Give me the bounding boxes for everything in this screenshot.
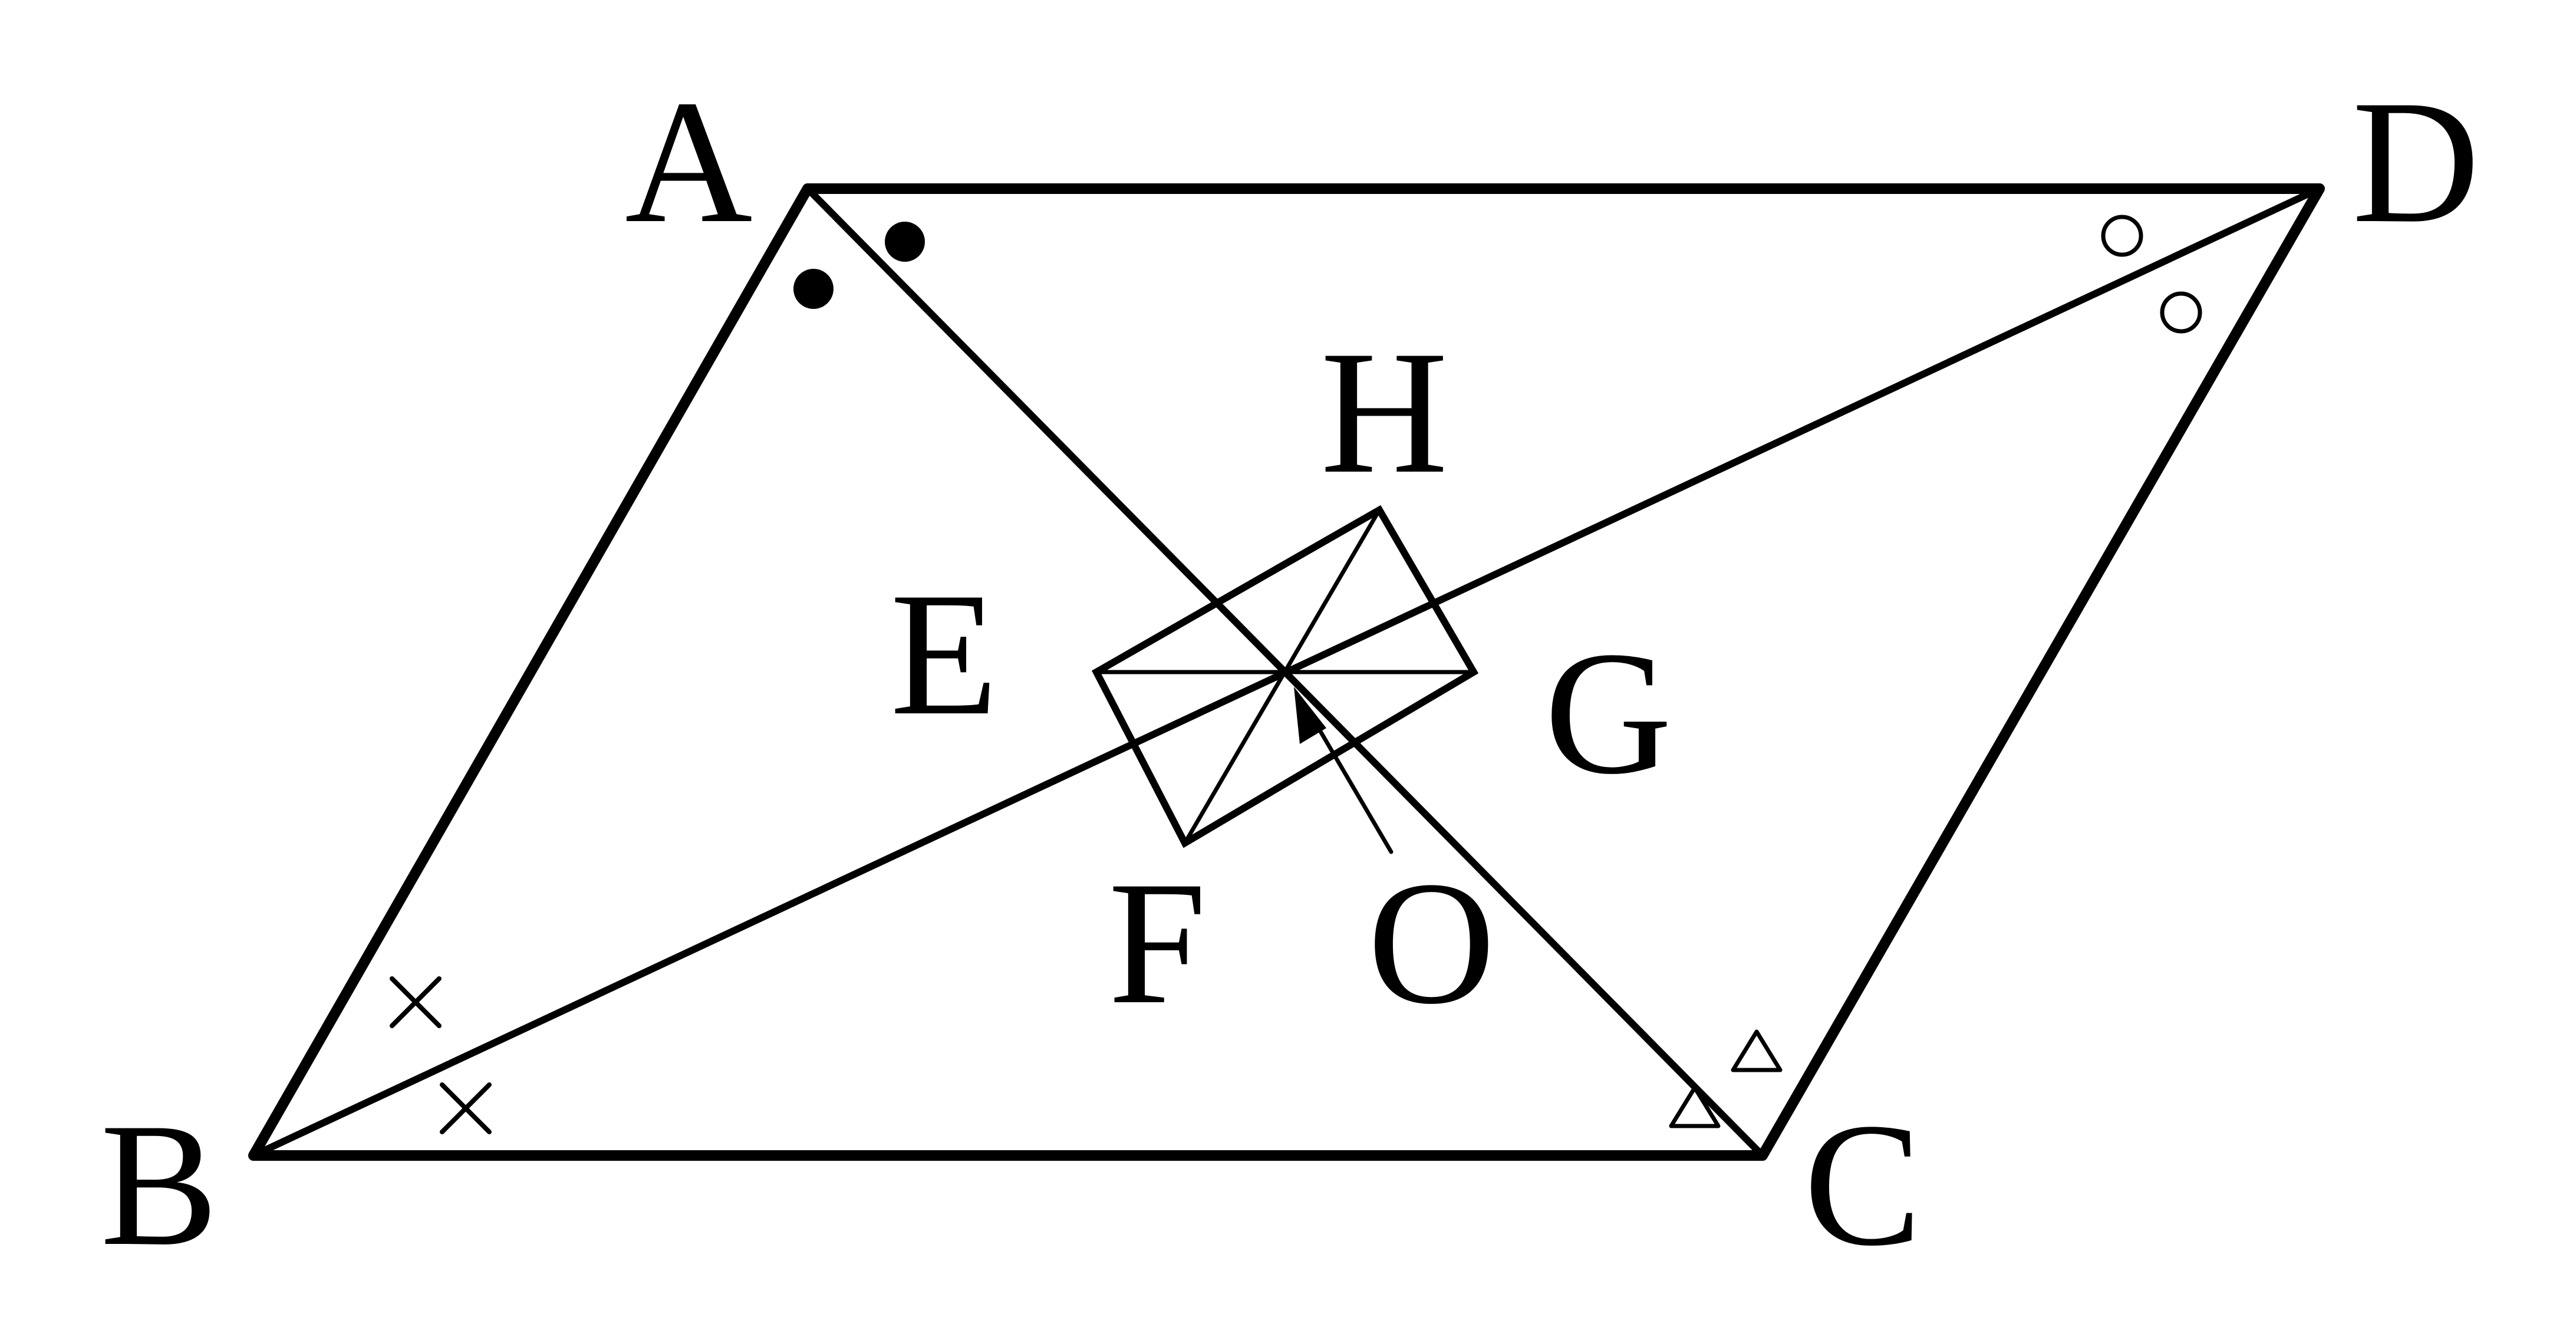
triangle-mark-icon (1731, 1029, 1783, 1072)
angle-mark-b (390, 976, 492, 1134)
angle-mark-a (793, 222, 925, 309)
label-o: O (1368, 845, 1495, 1041)
angle-mark-c (1669, 1029, 1783, 1128)
triangle-mark-icon (1669, 1085, 1721, 1128)
cross-mark-icon (390, 976, 442, 1028)
label-f: F (1108, 845, 1207, 1041)
label-c: C (1804, 1087, 1922, 1282)
dot-mark-icon (885, 222, 925, 262)
circle-mark-icon (2160, 291, 2202, 334)
cross-mark-icon (440, 1082, 492, 1134)
dot-mark-icon (793, 269, 834, 309)
arrow-to-o (1294, 687, 1394, 854)
label-e: E (890, 556, 998, 752)
label-h: H (1320, 314, 1448, 510)
label-d: D (2352, 64, 2480, 259)
circle-mark-icon (2101, 215, 2143, 257)
label-g: G (1544, 615, 1672, 811)
label-a: A (625, 64, 753, 259)
label-b: B (100, 1087, 218, 1282)
angle-mark-d (2101, 215, 2202, 334)
segment-fh (1182, 508, 1382, 845)
